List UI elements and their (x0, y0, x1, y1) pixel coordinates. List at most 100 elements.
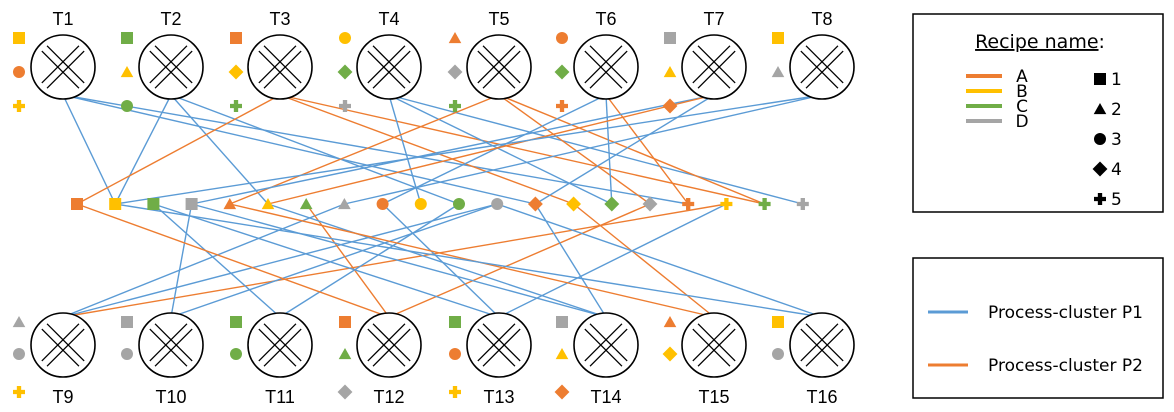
recipe-legend-title-colon: : (1099, 31, 1105, 53)
recipe-node-circle (453, 198, 465, 210)
tool-circle (681, 34, 747, 100)
link-line (382, 203, 500, 318)
tool-label: T7 (703, 9, 724, 29)
tool-x-icon (149, 45, 193, 89)
tool-recipe-circle (772, 348, 784, 360)
tool-recipe-triangle (663, 66, 677, 78)
recipe-legend-title-text: Recipe name (975, 31, 1098, 53)
tool-x-stroke (692, 323, 736, 367)
link-line (388, 94, 613, 205)
recipe-node-triangle (299, 198, 313, 210)
tool-x-stroke (367, 323, 411, 367)
link-line (191, 203, 607, 318)
recipe-node-triangle (338, 198, 351, 210)
tool-x-stroke (258, 45, 302, 89)
link-line (170, 94, 269, 205)
tool-recipe-triangle (663, 316, 677, 328)
tool-circle (30, 312, 96, 378)
tool-label: T5 (488, 9, 509, 29)
legend-diamond-icon (1092, 161, 1108, 177)
tool-x-stroke (584, 323, 628, 367)
shape-legend-label: 3 (1111, 130, 1122, 150)
tool-x-stroke (367, 45, 411, 89)
link-line (152, 203, 281, 318)
recipe-node-triangle (223, 198, 237, 210)
tool-node: T13 (449, 312, 532, 407)
tool-recipe-triangle (555, 348, 569, 360)
link-line (496, 203, 823, 318)
link-line (267, 203, 607, 318)
tool-x-stroke (800, 45, 844, 89)
tool-x-icon (800, 323, 844, 367)
link-line (498, 94, 765, 205)
link-line (344, 94, 823, 205)
tool-recipe-square (339, 316, 351, 328)
tool-recipe-cross (339, 100, 351, 112)
tool-circle (247, 34, 313, 100)
tool-x-stroke (477, 323, 521, 367)
tool-x-icon (149, 323, 193, 367)
shape-legend-label: 5 (1111, 190, 1122, 210)
tool-recipe-square (664, 32, 676, 44)
link-line (62, 203, 727, 318)
tool-circle (247, 312, 313, 378)
tool-x-icon (41, 323, 85, 367)
tool-node: T6 (554, 9, 639, 112)
tool-circle (466, 312, 532, 378)
link-line (305, 203, 390, 318)
tool-x-icon (584, 323, 628, 367)
link-line (388, 203, 651, 318)
tool-x-stroke (800, 45, 844, 89)
tool-x-stroke (41, 45, 85, 89)
tool-x-stroke (41, 323, 85, 367)
legend-triangle-icon (1093, 103, 1107, 115)
tool-x-icon (477, 45, 521, 89)
tool-x-icon (692, 323, 736, 367)
tool-node: T4 (337, 9, 422, 112)
link-line (115, 203, 823, 318)
tool-node: T9 (12, 312, 96, 407)
link-line (62, 203, 345, 318)
tool-x-stroke (149, 45, 193, 89)
tool-x-icon (477, 323, 521, 367)
tool-label: T1 (52, 9, 73, 29)
tool-x-stroke (367, 323, 411, 367)
tool-recipe-square (449, 316, 461, 328)
tool-recipe-square (772, 32, 784, 44)
tool-label: T9 (52, 387, 73, 407)
tool-label: T12 (373, 387, 404, 407)
tool-recipe-diamond (228, 64, 244, 80)
tool-x-stroke (149, 45, 193, 89)
tool-recipe-square (772, 316, 784, 328)
tool-recipe-square (556, 316, 568, 328)
tool-recipe-circle (121, 348, 133, 360)
tool-recipe-diamond (554, 64, 570, 80)
tool-recipe-circle (13, 348, 25, 360)
tool-label: T2 (160, 9, 181, 29)
tool-x-stroke (584, 323, 628, 367)
tool-label: T3 (269, 9, 290, 29)
recipe-node-square (109, 198, 122, 210)
tool-x-stroke (584, 45, 628, 89)
recipe-node-diamond (642, 196, 658, 212)
tool-circle (356, 312, 422, 378)
legend-cross-icon (1094, 193, 1106, 205)
tool-node: T10 (121, 312, 204, 407)
shape-legend-label: 4 (1111, 160, 1122, 180)
tool-circle (30, 34, 96, 100)
link-line (191, 94, 715, 205)
recipe-node-cross (720, 198, 733, 210)
recipe-legend-label: D (1015, 112, 1028, 132)
recipe-node-cross (758, 198, 771, 210)
tool-recipe-cross (230, 100, 242, 112)
link-line (382, 94, 607, 205)
link-line (115, 94, 823, 205)
recipe-node-diamond (527, 196, 543, 212)
tool-x-stroke (258, 323, 302, 367)
tool-recipe-cross (449, 386, 461, 398)
link-line (170, 94, 460, 205)
